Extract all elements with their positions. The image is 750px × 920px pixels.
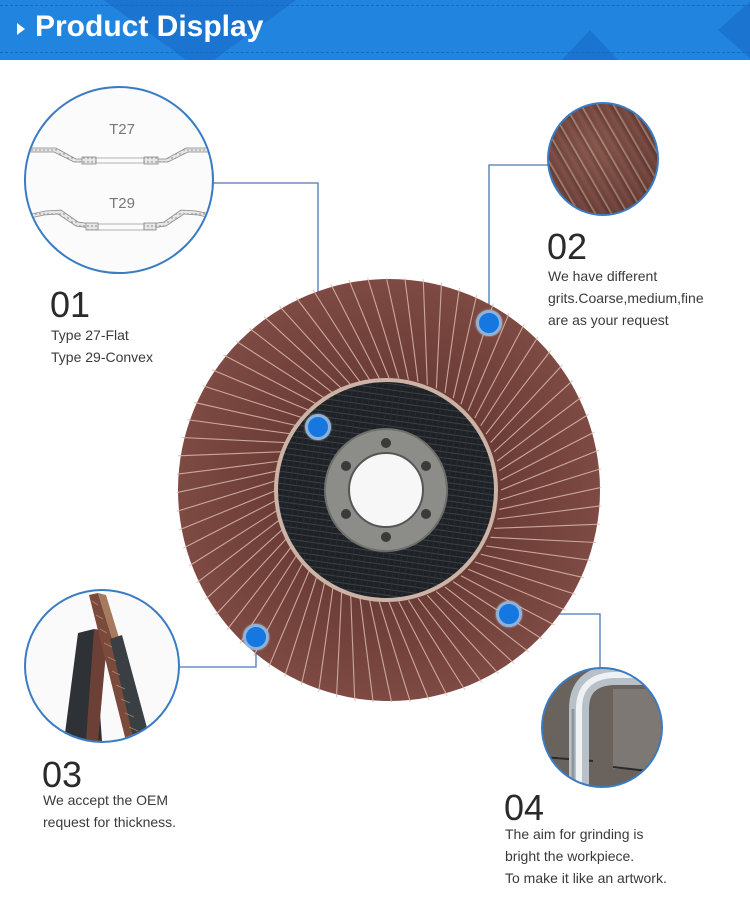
feature-04-line: To make it like an artwork.	[505, 870, 667, 886]
header-stitch-line	[0, 52, 750, 53]
feature-01-number: 01	[50, 284, 91, 325]
feature-04-description: The aim for grinding is bright the workp…	[505, 823, 667, 889]
header-decoration	[560, 30, 620, 60]
feature-04-number: 04	[504, 787, 545, 828]
svg-text:T29: T29	[109, 195, 135, 212]
svg-text:T27: T27	[109, 121, 135, 138]
feature-04-image	[541, 667, 663, 788]
feature-02-line: are as your request	[548, 312, 669, 328]
header-stitch-line	[0, 5, 750, 6]
feature-01-line: Type 29-Convex	[51, 349, 153, 365]
feature-03-line: We accept the OEM	[43, 792, 169, 808]
hotspot-02-dot[interactable]	[476, 310, 502, 336]
flap-disc	[175, 276, 603, 704]
feature-03-line: request for thickness.	[43, 814, 177, 830]
hotspot-04-dot[interactable]	[496, 601, 522, 627]
hotspot-03-dot[interactable]	[243, 624, 269, 650]
feature-03-image	[24, 589, 180, 743]
feature-02-line: grits.Coarse,medium,fine	[548, 290, 704, 306]
feature-02-number: 02	[547, 226, 588, 267]
feature-03-number: 03	[42, 754, 83, 795]
grit-texture	[549, 104, 657, 214]
header-decoration	[718, 0, 750, 60]
feature-02-image	[547, 102, 659, 216]
feature-02-description: We have different grits.Coarse,medium,fi…	[548, 265, 704, 331]
feature-04-line: bright the workpiece.	[505, 848, 635, 864]
connector-02	[488, 164, 549, 323]
thickness-side-view	[64, 593, 150, 741]
profile-diagram: T27 T29	[26, 121, 212, 231]
section-title: Product Display	[35, 10, 264, 43]
hotspot-01-dot[interactable]	[305, 414, 331, 440]
feature-01-line: Type 27-Flat	[51, 327, 129, 343]
feature-04-line: The aim for grinding is	[505, 826, 644, 842]
feature-03-description: We accept the OEM request for thickness.	[43, 789, 176, 833]
header-decoration	[90, 0, 310, 60]
polished-tube-photo	[543, 669, 661, 786]
section-header: Product Display	[0, 0, 750, 60]
feature-01-description: Type 27-Flat Type 29-Convex	[51, 324, 153, 368]
triangle-right-icon	[17, 23, 25, 35]
feature-02-line: We have different	[548, 268, 658, 284]
feature-01-image: T27 T29	[24, 86, 214, 274]
flap-disc-product-image	[175, 276, 603, 704]
